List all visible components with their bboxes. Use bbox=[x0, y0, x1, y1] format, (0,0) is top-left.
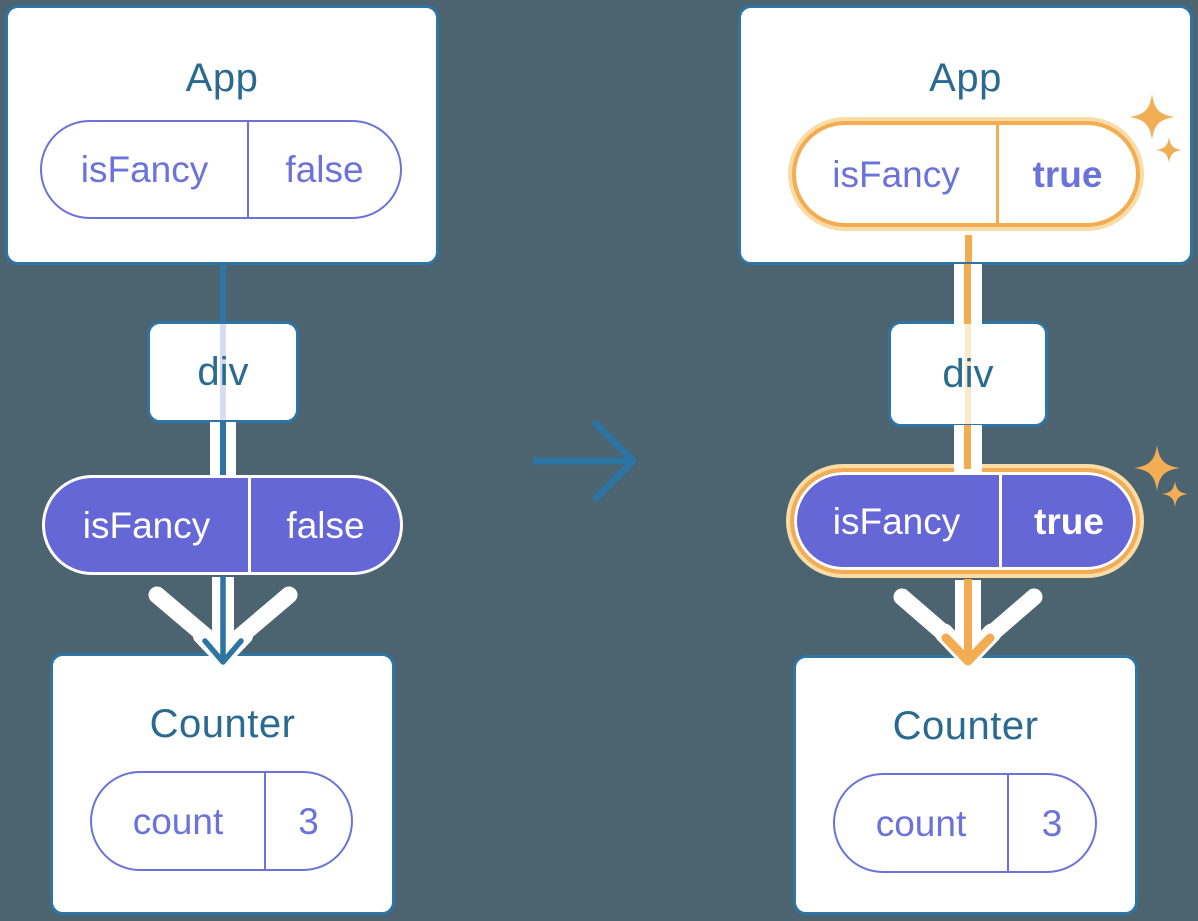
div-label: div bbox=[942, 352, 994, 396]
prop-trace-line bbox=[220, 324, 226, 420]
prop-name: isFancy bbox=[794, 472, 1002, 570]
prop-value: true bbox=[1034, 500, 1104, 542]
app-card-right: App isFancy true bbox=[738, 5, 1193, 265]
passed-prop-pill-left: isFancy false bbox=[42, 475, 403, 575]
prop-flow-line bbox=[965, 235, 972, 262]
prop-value: false bbox=[286, 504, 365, 546]
arrow-right-icon bbox=[592, 420, 637, 502]
sparkle-icon bbox=[1134, 445, 1180, 491]
prop-name: isFancy bbox=[42, 122, 249, 217]
prop-name: isFancy bbox=[796, 125, 999, 223]
tree-edge-app-div-left bbox=[220, 264, 226, 324]
prop-flow-line bbox=[964, 264, 971, 324]
prop-name: isFancy bbox=[45, 478, 251, 572]
state-name: count bbox=[92, 773, 266, 869]
state-pill-left: count 3 bbox=[90, 771, 353, 871]
counter-card-left: Counter count 3 bbox=[50, 653, 395, 915]
component-title-app: App bbox=[929, 56, 1002, 100]
div-box-right: div bbox=[888, 321, 1048, 427]
state-pill-right: count 3 bbox=[833, 773, 1097, 873]
prop-value: false bbox=[285, 149, 364, 190]
component-title-counter: Counter bbox=[892, 704, 1039, 748]
prop-flow-line bbox=[220, 422, 226, 475]
app-card-left: App isFancy false bbox=[5, 5, 439, 265]
prop-flow-outline bbox=[954, 264, 982, 324]
prop-pill-app-right: isFancy true bbox=[792, 121, 1140, 227]
div-label: div bbox=[197, 350, 249, 394]
component-title-counter: Counter bbox=[149, 702, 296, 746]
prop-flow-outline bbox=[210, 422, 236, 477]
state-value: 3 bbox=[1041, 802, 1063, 844]
prop-value: true bbox=[1032, 153, 1103, 195]
prop-trace-line bbox=[965, 324, 971, 424]
state-value: 3 bbox=[298, 800, 319, 842]
prop-flow-line bbox=[964, 425, 971, 469]
prop-pill-app-left: isFancy false bbox=[40, 120, 402, 219]
chevron-down-icon bbox=[893, 588, 1043, 663]
chevron-down-icon bbox=[148, 586, 298, 660]
state-name: count bbox=[835, 775, 1009, 871]
sparkle-icon bbox=[1162, 481, 1188, 507]
passed-prop-pill-right: isFancy true bbox=[790, 468, 1140, 574]
component-title-app: App bbox=[185, 56, 259, 100]
counter-card-right: Counter count 3 bbox=[793, 655, 1138, 915]
div-box-left: div bbox=[147, 321, 299, 423]
